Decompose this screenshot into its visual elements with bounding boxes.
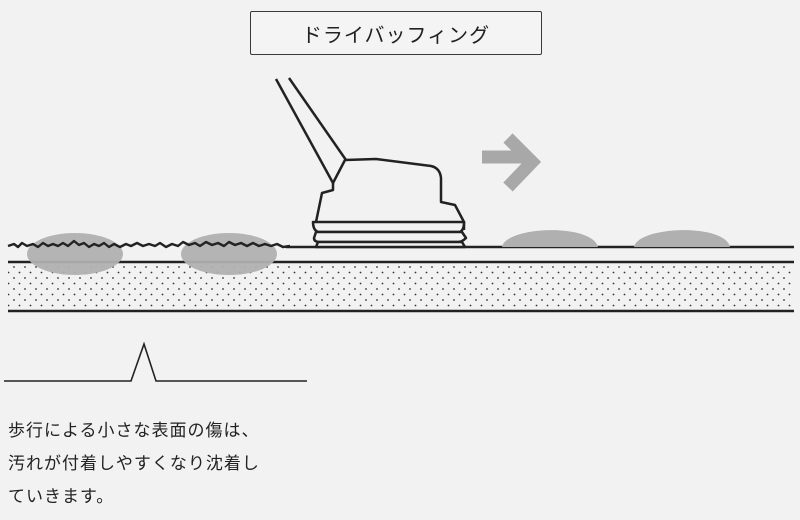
caption-line-3: ていきます。: [8, 487, 115, 507]
diagram-title: ドライバッフィング: [301, 22, 491, 47]
right-arrow-icon: [482, 133, 542, 192]
scratch-highlight-2: [181, 233, 277, 275]
floor-cross-section-diagram: [4, 77, 794, 382]
caption-text: 歩行による小さな表面の傷は、 汚れが付着しやすくなり沈着し ていきます。: [8, 415, 338, 514]
caption-line-1: 歩行による小さな表面の傷は、: [8, 421, 260, 441]
title-box: ドライバッフィング: [250, 11, 542, 55]
floor-substrate: [8, 264, 794, 310]
surface-profile-spike-icon: [4, 341, 307, 382]
scratch-highlight-1: [27, 233, 123, 275]
polished-surface-mound-1: [502, 230, 598, 247]
caption-line-2: 汚れが付着しやすくなり沈着し: [8, 454, 260, 474]
floor-buffing-machine-icon: [274, 77, 468, 249]
scratched-surface-line: [7, 239, 291, 249]
polished-surface-mound-2: [634, 230, 730, 247]
